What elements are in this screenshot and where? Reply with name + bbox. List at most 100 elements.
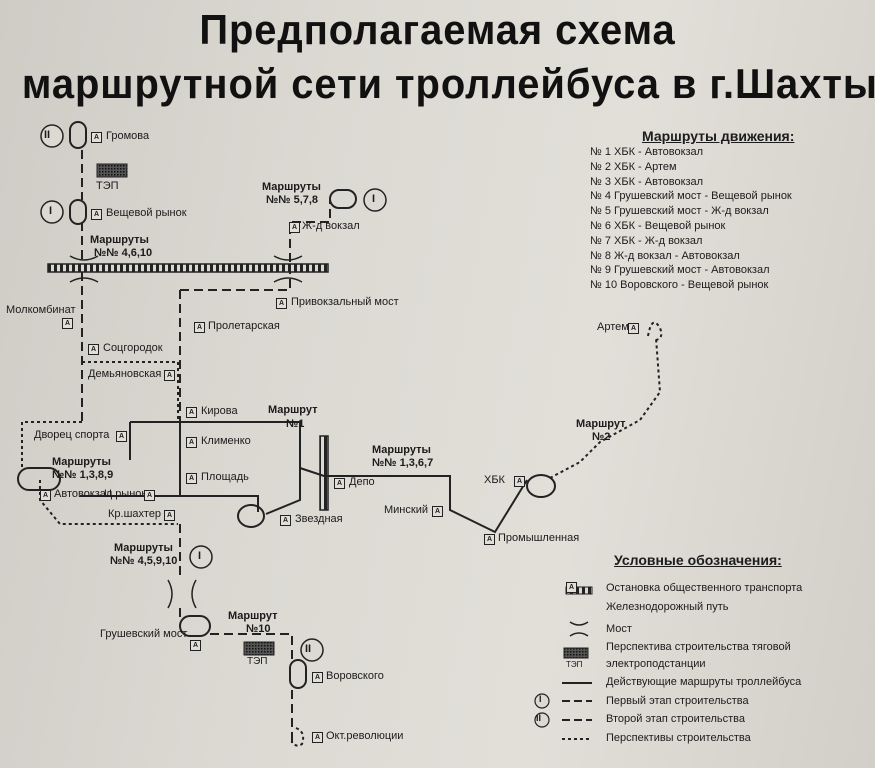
loop-hbk bbox=[526, 474, 556, 498]
stop-icon: А bbox=[289, 222, 300, 233]
routes-578-numbers: №№ 5,7,8 bbox=[266, 194, 319, 206]
loop-oktrev bbox=[291, 727, 305, 747]
route-legend-item: № 10 Воровского - Вещевой рынок bbox=[590, 279, 769, 292]
stop-depo: Депо bbox=[349, 476, 375, 488]
phase1-numeral: I bbox=[198, 550, 202, 562]
stop-icon: А bbox=[62, 318, 73, 329]
route10-number: №10 bbox=[246, 623, 271, 635]
route-legend-item: № 1 ХБК - Автовокзал bbox=[590, 146, 704, 158]
legend-railway: Железнодорожный путь bbox=[606, 601, 729, 613]
title-line-2: маршрутной сети троллейбуса в г.Шахты bbox=[21, 60, 875, 107]
route-legend-item: № 3 ХБК - Автовокзал bbox=[590, 175, 704, 188]
route-legend-item: № 2 ХБК - Артем bbox=[590, 160, 677, 173]
loop-zvezdnaya bbox=[237, 504, 265, 528]
legend-phase1: Первый этап строительства bbox=[606, 695, 749, 707]
legend-tep-2: электроподстанции bbox=[606, 658, 706, 670]
loop-veshchevoi bbox=[69, 199, 87, 225]
stop-hbk: ХБК bbox=[484, 474, 505, 486]
legend-active: Действующие маршруты троллейбуса bbox=[606, 676, 802, 688]
tep-label: ТЭП bbox=[96, 180, 119, 192]
phase2-numeral: II bbox=[44, 129, 51, 141]
route-legend-item: № 8 Ж-д вокзал - Автовокзал bbox=[590, 249, 740, 262]
stop-klimenko: Клименко bbox=[201, 435, 251, 447]
title-line-1: Предполагаемая схема bbox=[199, 6, 676, 53]
stop-icon: А bbox=[91, 132, 102, 143]
stop-icon: А bbox=[334, 478, 345, 489]
stop-icon: А bbox=[194, 322, 205, 333]
stop-icon: А bbox=[312, 732, 323, 743]
stop-oktrev: Окт.революции bbox=[326, 730, 404, 742]
stop-icon: А bbox=[628, 323, 639, 334]
phase1-numeral: I bbox=[539, 694, 542, 704]
stop-icon: А bbox=[514, 476, 525, 487]
stop-kirova: Кирова bbox=[201, 405, 238, 417]
legend-tep-mark: ТЭП bbox=[566, 660, 583, 669]
loop-avtovokzal bbox=[17, 467, 61, 491]
stop-icon: А bbox=[432, 506, 443, 517]
loop-artem bbox=[647, 321, 663, 341]
loop-vorovskogo bbox=[289, 659, 307, 689]
stop-avtovokzal: Автовокзал bbox=[54, 488, 113, 500]
stop-artem: Артем bbox=[597, 321, 629, 333]
routes-1367-numbers: №№ 1,3,6,7 bbox=[372, 457, 434, 469]
loop-gromova bbox=[69, 121, 87, 149]
routes-45910-label: Маршруты bbox=[114, 542, 173, 554]
route2-number: №2 bbox=[592, 431, 611, 443]
stop-icon: А bbox=[312, 672, 323, 683]
stop-proletarskaya: Пролетарская bbox=[208, 320, 280, 332]
route1-number: №1 bbox=[286, 418, 305, 430]
phase1-numeral: I bbox=[49, 205, 53, 217]
bridge-mark bbox=[69, 255, 303, 609]
tep-south bbox=[243, 641, 275, 656]
routes-578-label: Маршруты bbox=[262, 181, 321, 193]
railway-depo bbox=[319, 435, 329, 511]
routes-1367-label: Маршруты bbox=[372, 444, 431, 456]
railway-main bbox=[47, 263, 329, 273]
stop-icon: А bbox=[144, 490, 155, 501]
stop-icon: А bbox=[164, 370, 175, 381]
phase2-numeral: II bbox=[305, 643, 312, 655]
stop-sotsgorodok: Соцгородок bbox=[103, 342, 163, 354]
routes-4610-label: Маршруты bbox=[90, 234, 149, 246]
legend-prospects: Перспективы строительства bbox=[606, 732, 751, 744]
loop-grushevsky bbox=[179, 615, 211, 637]
stop-zhdvokzal: Ж-д вокзал bbox=[302, 220, 360, 232]
stop-vorovskogo: Воровского bbox=[326, 670, 384, 682]
stop-icon: А bbox=[186, 407, 197, 418]
tep-label: ТЭП bbox=[247, 656, 268, 667]
stop-krshakhter: Кр.шахтер bbox=[108, 508, 162, 520]
stop-zvezdnaya: Звездная bbox=[295, 513, 343, 525]
stop-minsky: Минский bbox=[384, 504, 428, 516]
routes-legend-title: Маршруты движения: bbox=[642, 128, 795, 144]
route-legend-item: № 7 ХБК - Ж-д вокзал bbox=[590, 234, 703, 247]
symbols-legend-title: Условные обозначения: bbox=[614, 552, 782, 568]
stop-dvorets: Дворец спорта bbox=[34, 429, 110, 441]
route10-label: Маршрут bbox=[228, 610, 278, 622]
stop-icon: А bbox=[91, 209, 102, 220]
stop-privokzalny: Привокзальный мост bbox=[291, 296, 399, 308]
stop-icon: А bbox=[484, 534, 495, 545]
stop-ploshchad: Площадь bbox=[201, 471, 249, 483]
routes-1389-numbers: №№ 1,3,8,9 bbox=[52, 469, 114, 481]
legend-bridge: Мост bbox=[606, 623, 632, 635]
legend-stop: Остановка общественного транспорта bbox=[606, 582, 803, 594]
route-legend-item: № 4 Грушевский мост - Вещевой рынок bbox=[590, 190, 792, 203]
stop-icon: А bbox=[190, 640, 201, 651]
stop-icon: А bbox=[40, 490, 51, 501]
stop-icon: А bbox=[88, 344, 99, 355]
stop-icon: А bbox=[186, 473, 197, 484]
stop-veshchevoi: Вещевой рынок bbox=[106, 207, 187, 219]
route-legend-item: № 6 ХБК - Вещевой рынок bbox=[590, 220, 726, 232]
stop-molkombinat: Молкомбинат bbox=[6, 304, 76, 316]
stop-promyshlennaya: Промышленная bbox=[498, 532, 580, 544]
stop-icon: А bbox=[116, 431, 127, 442]
routes-45910-numbers: №№ 4,5,9,10 bbox=[110, 555, 178, 567]
routes-1389-label: Маршруты bbox=[52, 456, 111, 468]
phase2-numeral: II bbox=[536, 713, 542, 723]
stop-gromova: Громова bbox=[106, 130, 150, 142]
stop-icon: А bbox=[276, 298, 287, 309]
route-legend-item: № 9 Грушевский мост - Автовокзал bbox=[590, 264, 770, 277]
tep-north bbox=[96, 163, 128, 178]
